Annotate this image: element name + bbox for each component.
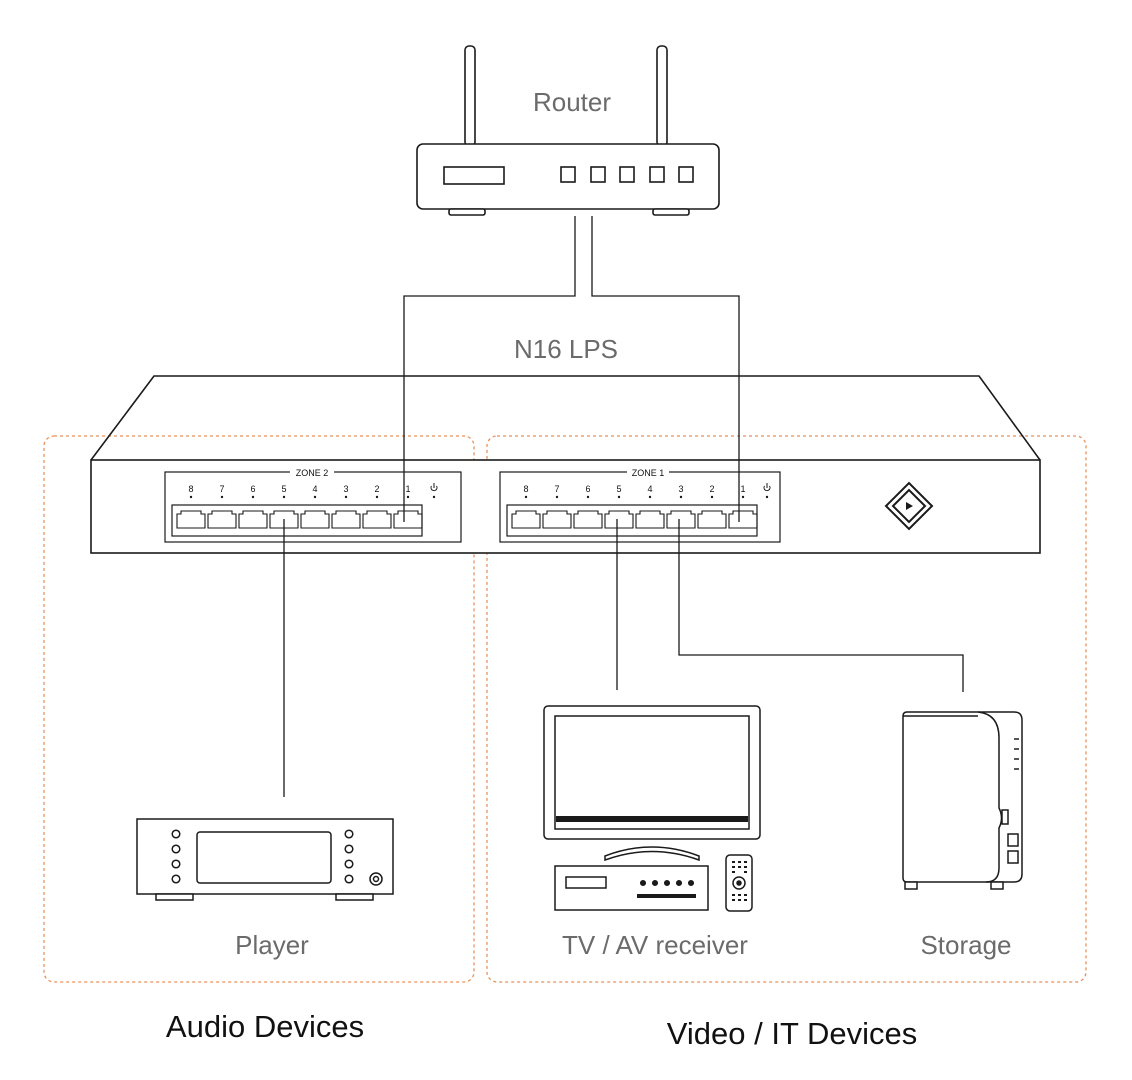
brand-logo-icon: [884, 481, 934, 531]
port: [176, 510, 206, 529]
port-number: 1: [740, 484, 745, 494]
connection-lines: [283, 216, 964, 797]
power-icon: [430, 483, 438, 492]
port-number: 6: [250, 484, 255, 494]
router-to-zone2-line: [403, 216, 576, 522]
port: [269, 510, 299, 529]
port-number: 8: [188, 484, 193, 494]
player-icon: [136, 818, 394, 901]
port: [300, 510, 330, 529]
tv-icon: [543, 705, 761, 862]
port: [728, 510, 758, 529]
router-to-zone1-line: [591, 216, 740, 522]
port: [207, 510, 237, 529]
port: [604, 510, 634, 529]
port-number: 1: [405, 484, 410, 494]
port: [635, 510, 665, 529]
switch-icon: [90, 375, 1041, 554]
av-receiver-icon: [554, 865, 709, 911]
audio-devices-group: [43, 435, 475, 983]
video-it-devices-group: [486, 435, 1087, 983]
port-number: 4: [312, 484, 317, 494]
port-number: 6: [585, 484, 590, 494]
port-number: 3: [343, 484, 348, 494]
audio-devices-label: Audio Devices: [166, 1009, 364, 1044]
port: [697, 510, 727, 529]
zone1-to-storage-line: [678, 519, 964, 692]
router-icon: [416, 45, 720, 216]
port-number: 8: [523, 484, 528, 494]
port: [666, 510, 696, 529]
zone2-ports: [176, 510, 423, 529]
port: [362, 510, 392, 529]
port: [393, 510, 423, 529]
port: [511, 510, 541, 529]
zone2-port-numbers: 8 7 6 5 4 3 2 1: [188, 484, 410, 494]
port-number: 2: [374, 484, 379, 494]
port: [573, 510, 603, 529]
switch-label: N16 LPS: [514, 334, 618, 364]
port-number: 7: [219, 484, 224, 494]
storage-icon: [902, 711, 1023, 890]
router-label: Router: [533, 87, 611, 117]
player-label: Player: [235, 930, 309, 960]
port-number: 5: [616, 484, 621, 494]
storage-label: Storage: [920, 930, 1011, 960]
zone1-port-numbers: 8 7 6 5 4 3 2 1: [523, 484, 745, 494]
port: [331, 510, 361, 529]
remote-icon: [725, 854, 753, 912]
zone1-label: ZONE 1: [632, 468, 665, 478]
zone2-label: ZONE 2: [296, 468, 329, 478]
port: [542, 510, 572, 529]
video-it-devices-label: Video / IT Devices: [667, 1016, 917, 1051]
zone1-ports: [511, 510, 758, 529]
port-number: 7: [554, 484, 559, 494]
port-number: 2: [709, 484, 714, 494]
port-number: 4: [647, 484, 652, 494]
port-led-dots: [189, 495, 769, 499]
power-icon: [763, 483, 771, 492]
port: [238, 510, 268, 529]
port-number: 5: [281, 484, 286, 494]
port-number: 3: [678, 484, 683, 494]
tv-av-label: TV / AV receiver: [562, 930, 748, 960]
